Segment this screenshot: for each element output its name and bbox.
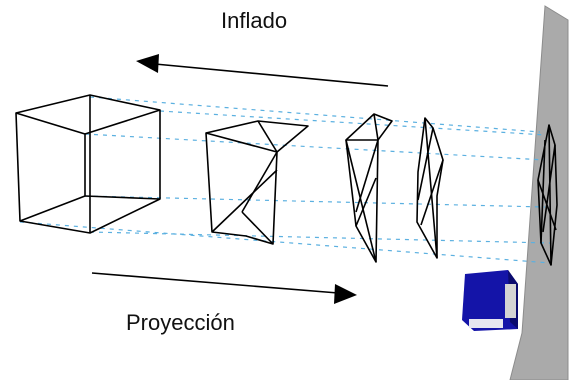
inflation-label: Inflado [221, 8, 288, 33]
inflated-cube [15, 94, 161, 234]
projection-lines [19, 96, 551, 264]
arrow-left-icon [136, 54, 389, 87]
intermediate-shape-1 [205, 120, 309, 245]
arrow-right-icon [91, 272, 357, 304]
projected-shape [537, 124, 558, 266]
intermediate-shape-3 [416, 117, 444, 259]
projection-label: Proyección [126, 310, 235, 335]
camera-icon [462, 270, 518, 331]
intermediate-shape-2 [345, 113, 393, 263]
